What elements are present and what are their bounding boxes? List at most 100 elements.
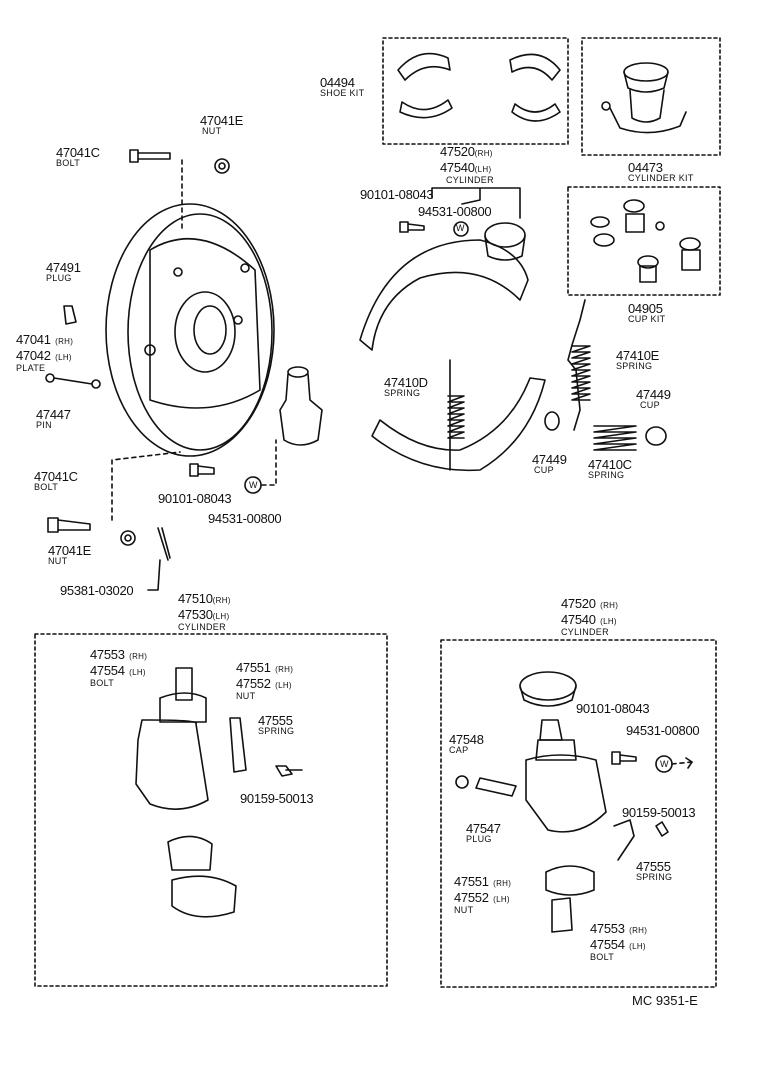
- bolt-top-icon: [129, 149, 171, 163]
- bolt-right-name: BOLT: [590, 952, 615, 962]
- spring-e-label: 47410E SPRING: [616, 349, 659, 371]
- nut-left-number-rh: 47551: [236, 660, 271, 675]
- cap-label: 47548 CAP: [449, 733, 484, 755]
- cap-number: 47548: [449, 732, 484, 747]
- plate-suffix-rh: (RH): [55, 337, 74, 346]
- spring-left-label: 47555 SPRING: [258, 714, 294, 736]
- shoe-kit-shoes-icon: [397, 52, 561, 122]
- bleeder-right-number: 90159-50013: [622, 805, 696, 820]
- washer-mid-number: 94531-00800: [208, 511, 282, 526]
- nut-right-name: NUT: [454, 905, 474, 915]
- cyl-right-name: CYLINDER: [561, 627, 609, 637]
- wheel-cylinder-small-icon: [279, 366, 323, 446]
- nut-lower-number: 47041E: [48, 543, 92, 558]
- cup-mid-icon: [544, 411, 560, 431]
- spring-e-name: SPRING: [616, 361, 653, 371]
- spring-right-label: 47555 SPRING: [636, 860, 672, 882]
- cyl-right-suffix-rh: (RH): [600, 601, 619, 610]
- nut-top-number: 47041E: [200, 113, 244, 128]
- bolt-mid-icon: [189, 463, 215, 477]
- cyl-upper-name: CYLINDER: [446, 175, 494, 185]
- cyl-left-name: CYLINDER: [178, 622, 226, 632]
- plug-icon: [63, 305, 77, 325]
- cup-right-name: CUP: [640, 400, 660, 410]
- bolt-top-name: BOLT: [56, 158, 81, 168]
- backing-plate-icon: [105, 203, 275, 457]
- cup-right-label: 47449 CUP: [636, 388, 671, 410]
- nut-left-suffix-lh: (LH): [275, 681, 292, 690]
- cylinder-left-box: [34, 633, 388, 987]
- dashed-arrow-right: [671, 761, 693, 765]
- cyl-left-suffix-lh: (LH): [212, 612, 230, 621]
- nut-left-suffix-rh: (RH): [275, 665, 294, 674]
- bolt-lower-number: 47041C: [34, 469, 78, 484]
- cap-name: CAP: [449, 745, 469, 755]
- bolt-lower-name: BOLT: [34, 482, 59, 492]
- cyl-right-number-lh: 47540: [561, 612, 596, 627]
- pin-name: PIN: [36, 420, 52, 430]
- spring-left-number: 47555: [258, 713, 293, 728]
- shoe-kit-name: SHOE KIT: [320, 88, 365, 98]
- spring-c-number: 47410C: [588, 457, 632, 472]
- spring-left-name: SPRING: [258, 726, 295, 736]
- cylinder-kit-box: [581, 37, 721, 156]
- cylinder-right-box: [440, 639, 717, 988]
- spring-c-label: 47410C SPRING: [588, 458, 632, 480]
- cylinder-kit-icon: [601, 62, 687, 134]
- cyl-upper-label: 47520(RH) 47540(LH) CYLINDER: [440, 144, 494, 185]
- bleeder-left-number: 90159-50013: [240, 791, 314, 806]
- nut-top-name: NUT: [202, 126, 222, 136]
- plate-name: PLATE: [16, 363, 46, 373]
- cyl-upper-leader: [431, 187, 521, 219]
- dashed-line-mid: [261, 439, 277, 486]
- right-cylinder-body-icon: [455, 671, 693, 933]
- spring-right-name: SPRING: [636, 872, 673, 882]
- plate-label: 47041 (RH) 47042 (LH) PLATE: [16, 332, 73, 373]
- spring-e-number: 47410E: [616, 348, 660, 363]
- cyl-left-number-rh: 47510: [178, 591, 213, 606]
- spring-e-icon: [567, 299, 591, 431]
- plate-number-lh: 47042: [16, 348, 51, 363]
- washer-mid-icon: [244, 476, 262, 494]
- spring-right-number: 47555: [636, 859, 671, 874]
- washer-right-number: 94531-00800: [626, 723, 700, 738]
- bolt-lower-icon: [47, 517, 91, 533]
- nut-right-label: 47551 (RH) 47552 (LH) NUT: [454, 874, 511, 915]
- cup-kit-box: [567, 186, 721, 296]
- dashed-line-lower: [111, 451, 181, 521]
- cyl-right-suffix-lh: (LH): [600, 617, 617, 626]
- nut-lower-name: NUT: [48, 556, 68, 566]
- plate-suffix-lh: (LH): [55, 353, 72, 362]
- bolt-left-name: BOLT: [90, 678, 115, 688]
- bolt-left-number-rh: 47553: [90, 647, 125, 662]
- cyl-left-label: 47510(RH) 47530(LH) CYLINDER: [178, 591, 231, 632]
- washer-right-symbol: W: [660, 759, 669, 769]
- washer-mid-symbol: W: [249, 480, 258, 490]
- cyl-upper-number-lh: 47540: [440, 160, 475, 175]
- shoe-kit-label: 04494 SHOE KIT: [320, 76, 364, 98]
- bolt-90101-right-number: 90101-08043: [576, 701, 650, 716]
- bolt-top-number: 47041C: [56, 145, 100, 160]
- nut-left-label: 47551 (RH) 47552 (LH) NUT: [236, 660, 293, 701]
- nut-top-icon: [214, 158, 230, 174]
- cylinder-kit-number: 04473: [628, 160, 663, 175]
- plug-47491-label: 47491 PLUG: [46, 261, 81, 283]
- cup-kit-number: 04905: [628, 301, 663, 316]
- cylinder-kit-name: CYLINDER KIT: [628, 173, 694, 183]
- bolt-left-number-lh: 47554: [90, 663, 125, 678]
- cotter-number: 95381-03020: [60, 583, 134, 598]
- nut-lower-label: 47041E NUT: [48, 544, 91, 566]
- cup-kit-label: 04905 CUP KIT: [628, 302, 665, 324]
- cyl-right-label: 47520 (RH) 47540 (LH) CYLINDER: [561, 596, 618, 637]
- shoe-kit-number: 04494: [320, 75, 355, 90]
- bolt-right-number-lh: 47554: [590, 937, 625, 952]
- bolt-right-suffix-lh: (LH): [629, 942, 646, 951]
- shoe-kit-box: [382, 37, 569, 145]
- spring-d-name: SPRING: [384, 388, 421, 398]
- nut-right-number-rh: 47551: [454, 874, 489, 889]
- cup-kit-name: CUP KIT: [628, 314, 666, 324]
- spring-d-label: 47410D SPRING: [384, 376, 428, 398]
- bolt-top-label: 47041C BOLT: [56, 146, 100, 168]
- cyl-left-number-lh: 47530: [178, 607, 213, 622]
